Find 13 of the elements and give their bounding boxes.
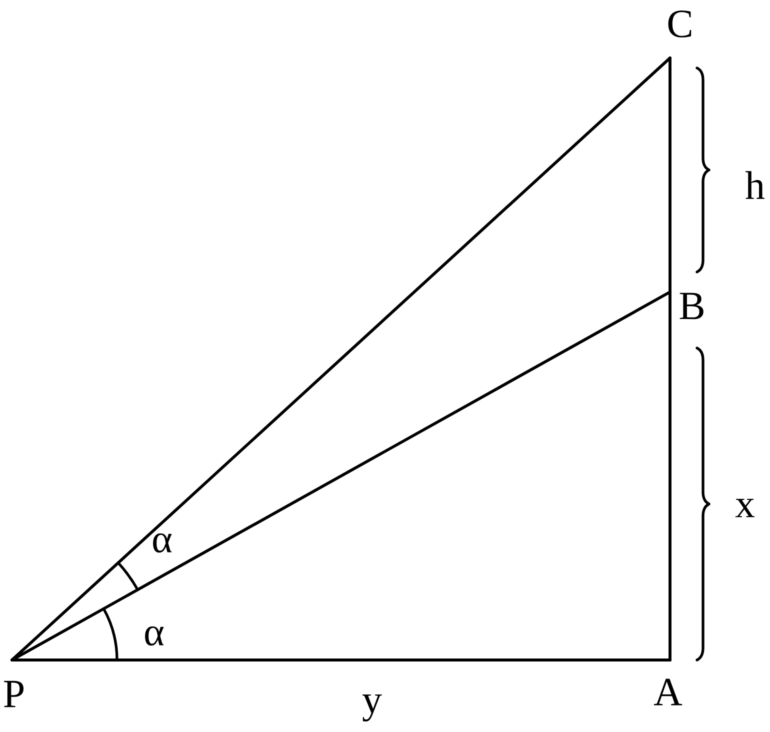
point-label: A — [654, 678, 682, 706]
text-label: x — [735, 498, 755, 518]
text-label: α — [145, 626, 164, 646]
text-label: h — [745, 171, 764, 199]
point-label: P — [4, 680, 24, 708]
point-label: C — [668, 10, 692, 38]
point-label: B — [680, 292, 704, 320]
line-segment — [10, 56, 672, 662]
text-label: α — [153, 533, 172, 553]
line-segment — [10, 658, 672, 662]
edge-label: y — [360, 693, 384, 723]
line-segment — [668, 290, 672, 662]
line-segment — [668, 56, 672, 294]
